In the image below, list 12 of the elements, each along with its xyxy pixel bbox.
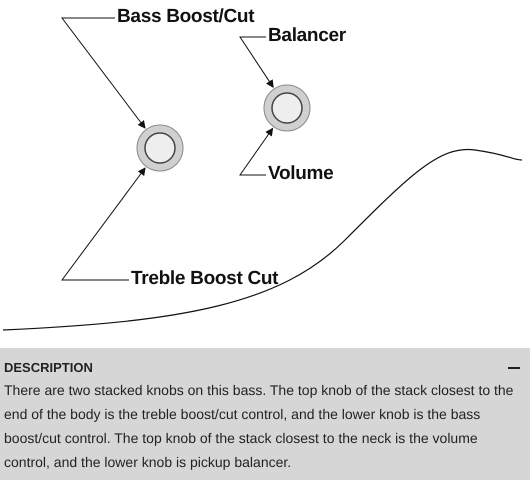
description-text: There are two stacked knobs on this bass. The top knob of the stack closest to the end of the body is the treble boost/cut control, and the lower knob is the bass boost/cut control. The top knob of the stack closest to the neck is the volume control, and the lower knob is pickup balancer. bbox=[4, 381, 514, 472]
callout-label: Volume bbox=[268, 163, 334, 185]
callout-label: Balancer bbox=[268, 25, 346, 47]
section-heading: DESCRIPTION bbox=[4, 360, 93, 375]
leader-line bbox=[61, 18, 146, 129]
leader-line bbox=[239, 36, 274, 88]
leader-line bbox=[61, 167, 146, 280]
knob-drawing bbox=[263, 84, 311, 132]
callout-label: Bass Boost/Cut bbox=[117, 6, 254, 28]
knob-drawing bbox=[136, 124, 184, 172]
callout-label: Treble Boost Cut bbox=[131, 268, 278, 290]
leader-line bbox=[239, 128, 274, 176]
